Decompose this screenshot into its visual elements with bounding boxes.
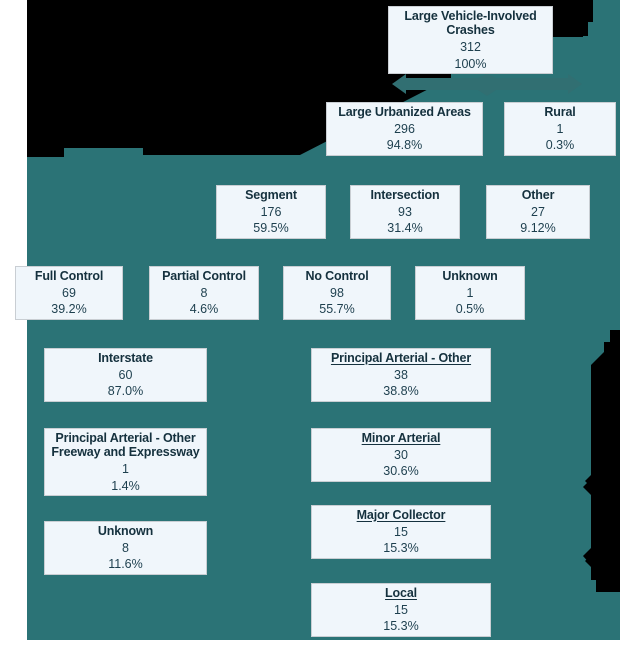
node-intersection[interactable]: Intersection 93 31.4% (350, 185, 460, 239)
node-count: 15 (394, 524, 408, 539)
node-pct: 100% (454, 56, 487, 71)
node-count: 27 (531, 204, 545, 219)
node-title: Full Control (34, 268, 104, 283)
node-title: Principal Arterial - Other Freeway and E… (51, 430, 200, 460)
node-pct: 31.4% (387, 221, 423, 236)
node-title: Local (385, 585, 417, 600)
node-count: 15 (394, 602, 408, 617)
node-no-control[interactable]: No Control 98 55.7% (283, 266, 391, 320)
node-title: Segment (245, 187, 297, 202)
node-title: Other (521, 187, 555, 202)
node-rural[interactable]: Rural 1 0.3% (504, 102, 616, 156)
node-count: 1 (466, 285, 474, 300)
node-minor-arterial[interactable]: Minor Arterial 30 30.6% (311, 428, 491, 482)
node-count: 176 (260, 204, 282, 219)
node-count: 98 (330, 285, 344, 300)
node-pct: 0.5% (455, 302, 485, 317)
node-partial-control[interactable]: Partial Control 8 4.6% (149, 266, 259, 320)
node-total[interactable]: Large Vehicle-Involved Crashes 312 100% (388, 6, 553, 74)
node-pct: 11.6% (108, 557, 143, 572)
node-title: Intersection (370, 187, 440, 202)
node-pct: 0.3% (545, 138, 575, 153)
node-other[interactable]: Other 27 9.12% (486, 185, 590, 239)
node-title: Large Urbanized Areas (338, 104, 471, 119)
node-title: Interstate (98, 350, 153, 365)
node-pct: 15.3% (383, 619, 419, 634)
node-pct: 39.2% (51, 302, 87, 317)
node-count: 8 (200, 285, 208, 300)
node-principal-arterial-other[interactable]: Principal Arterial - Other 38 38.8% (311, 348, 491, 402)
node-pct: 59.5% (253, 221, 289, 236)
node-title: Minor Arterial (361, 430, 441, 445)
node-count: 296 (394, 121, 415, 136)
node-pct: 38.8% (383, 384, 419, 399)
node-count: 312 (460, 40, 481, 54)
node-pct: 1.4% (111, 478, 140, 493)
node-pct: 30.6% (383, 464, 419, 479)
node-title: No Control (305, 268, 369, 283)
node-count: 30 (394, 447, 408, 462)
node-title: Large Vehicle-Involved Crashes (404, 8, 537, 38)
node-segment[interactable]: Segment 176 59.5% (216, 185, 326, 239)
node-count: 93 (398, 204, 412, 219)
node-count: 8 (122, 540, 129, 555)
node-pct: 55.7% (319, 302, 355, 317)
node-local[interactable]: Local 15 15.3% (311, 583, 491, 637)
node-pct: 87.0% (107, 384, 144, 399)
node-pct: 4.6% (189, 302, 219, 317)
node-pao-freeway-expressway[interactable]: Principal Arterial - Other Freeway and E… (44, 428, 207, 496)
node-large-urbanized-areas[interactable]: Large Urbanized Areas 296 94.8% (326, 102, 483, 156)
node-pct: 15.3% (383, 541, 419, 556)
node-major-collector[interactable]: Major Collector 15 15.3% (311, 505, 491, 559)
node-unknown-control[interactable]: Unknown 1 0.5% (415, 266, 525, 320)
node-count: 1 (556, 121, 564, 136)
node-title: Unknown (97, 523, 154, 538)
node-count: 69 (62, 285, 76, 300)
node-title: Principal Arterial - Other (330, 350, 472, 365)
node-count: 38 (394, 367, 408, 382)
connector-total-to-area-type (392, 74, 582, 96)
node-title: Partial Control (162, 268, 246, 283)
node-title: Rural (544, 104, 576, 119)
node-interstate[interactable]: Interstate 60 87.0% (44, 348, 207, 402)
node-full-control[interactable]: Full Control 69 39.2% (15, 266, 123, 320)
node-pct: 94.8% (386, 138, 423, 153)
node-unknown-class[interactable]: Unknown 8 11.6% (44, 521, 207, 575)
node-count: 60 (118, 367, 133, 382)
node-pct: 9.12% (520, 221, 556, 236)
node-count: 1 (122, 462, 129, 476)
node-title: Major Collector (356, 507, 446, 522)
node-title: Unknown (442, 268, 498, 283)
